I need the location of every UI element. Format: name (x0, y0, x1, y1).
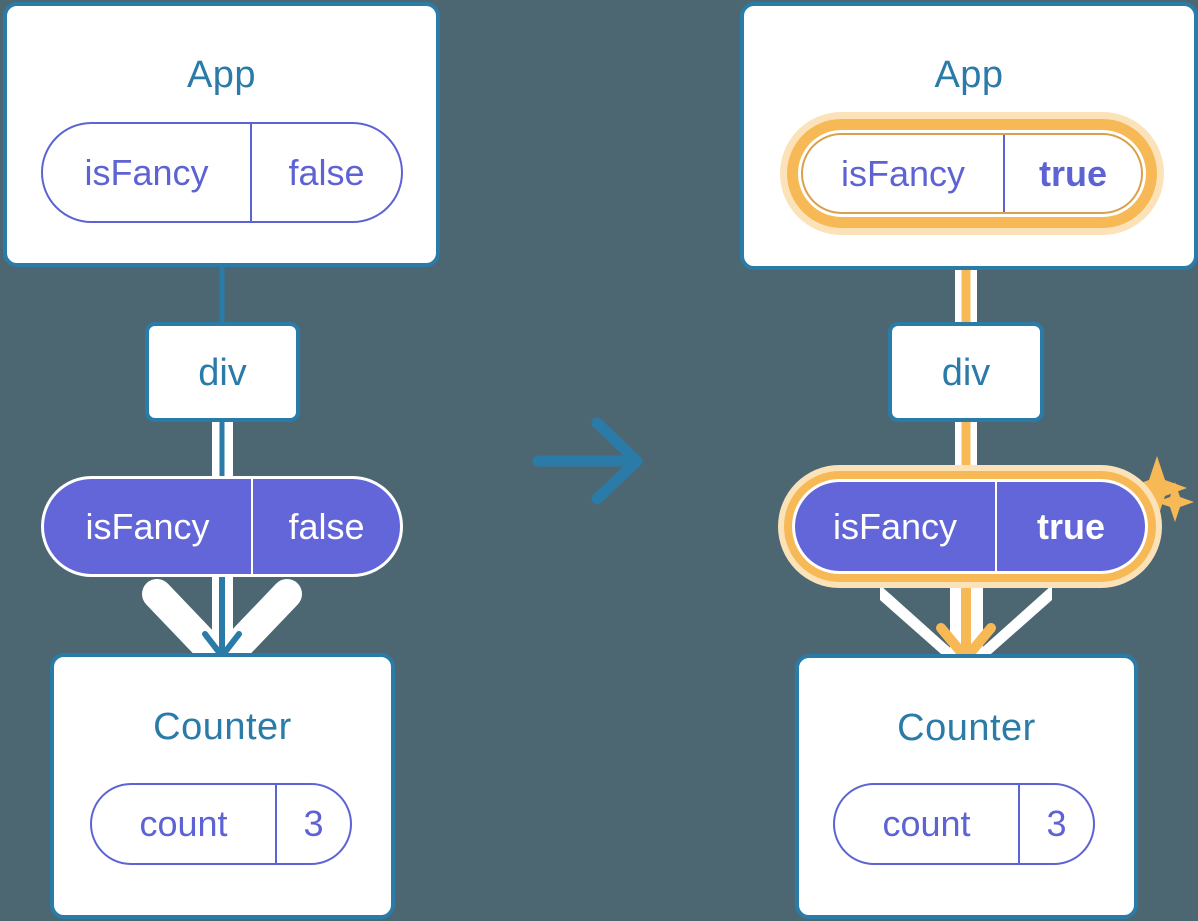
left-div-label: div (198, 352, 247, 394)
left-counter-title: Counter (153, 706, 292, 748)
right-app-title: App (934, 54, 1004, 96)
left-prop-pill[interactable]: isFancy false (41, 476, 403, 577)
transition-arrow-icon (532, 417, 643, 505)
right-app-state-pill[interactable]: isFancy true (801, 133, 1143, 214)
right-counter-state-pill[interactable]: count 3 (833, 783, 1095, 865)
left-div-node (145, 322, 300, 422)
left-prop-key: isFancy (85, 505, 210, 547)
left-counter-state-pill[interactable]: count 3 (90, 783, 352, 865)
left-app-state-key: isFancy (84, 151, 209, 193)
right-counter-title: Counter (897, 707, 1036, 749)
right-prop-value: true (995, 482, 1145, 571)
left-app-state-value: false (250, 124, 401, 221)
left-prop-value: false (251, 479, 400, 574)
left-counter-state-key: count (139, 803, 228, 844)
right-counter-state-key: count (882, 803, 971, 844)
right-div-label: div (941, 352, 991, 394)
sparkle-icon-prop-small (1156, 482, 1194, 522)
left-app-title: App (186, 54, 257, 96)
right-counter-state-value: 3 (1018, 785, 1093, 863)
right-div-node (888, 322, 1044, 422)
right-prop-key: isFancy (832, 505, 958, 547)
right-connector-group (880, 215, 1052, 676)
left-app-state-pill[interactable]: isFancy false (41, 122, 403, 223)
right-counter-card: Counter (795, 654, 1138, 919)
left-counter-state-value: 3 (275, 785, 350, 863)
right-prop-pill[interactable]: isFancy true (795, 482, 1145, 571)
right-app-state-value: true (1003, 135, 1141, 212)
right-app-state-key: isFancy (840, 152, 966, 194)
sparkle-icon-prop-large (1127, 456, 1187, 520)
